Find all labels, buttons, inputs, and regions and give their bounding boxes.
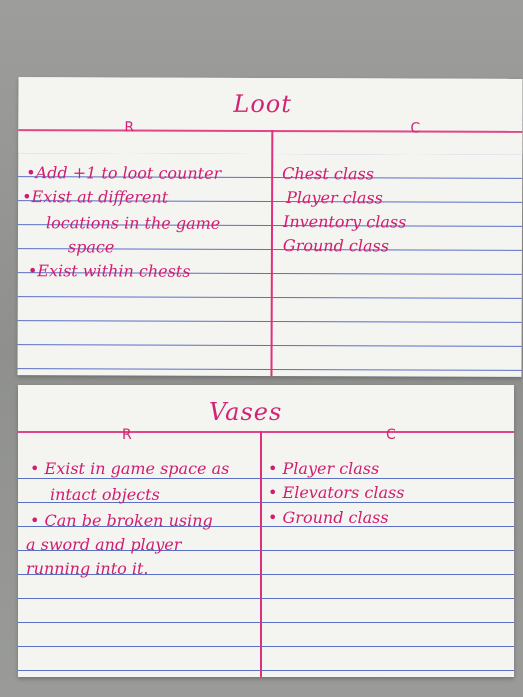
responsibility-line: locations in the game [45,213,221,233]
card-title: Loot [233,89,292,119]
responsibility-line: space [67,237,115,257]
collaborators-header: C [410,120,421,137]
column-divider [260,431,262,677]
card-title: Vases [209,398,283,426]
collaborator-line: Player class [286,188,383,208]
responsibility-line: •Add +1 to loot counter [26,163,222,183]
responsibility-line: running into it. [26,559,149,578]
responsibilities-header: R [124,119,135,136]
collaborator-line: Ground class [282,236,390,256]
responsibility-line: a sword and player [26,535,182,554]
responsibility-line: • Exist in game space as [30,459,230,478]
responsibility-line: •Exist at different [22,187,169,207]
responsibility-line: •Exist within chests [27,261,191,281]
card-header-area [18,385,514,457]
collaborator-line: • Ground class [268,508,389,527]
collaborators-header: C [386,427,396,443]
collaborator-line: • Elevators class [268,483,405,502]
responsibilities-header: R [122,427,132,443]
collaborator-line: • Player class [268,459,380,478]
collaborator-line: Chest class [282,164,375,184]
collaborator-line: Inventory class [282,212,407,232]
card-header-rule [18,431,514,433]
responsibility-line: intact objects [50,485,160,504]
index-card-vases: Vases R C • Exist in game space as intac… [18,385,514,677]
responsibility-line: • Can be broken using [30,511,213,530]
column-divider [270,130,274,377]
index-card-loot: Loot R C •Add +1 to loot counter •Exist … [17,77,523,377]
